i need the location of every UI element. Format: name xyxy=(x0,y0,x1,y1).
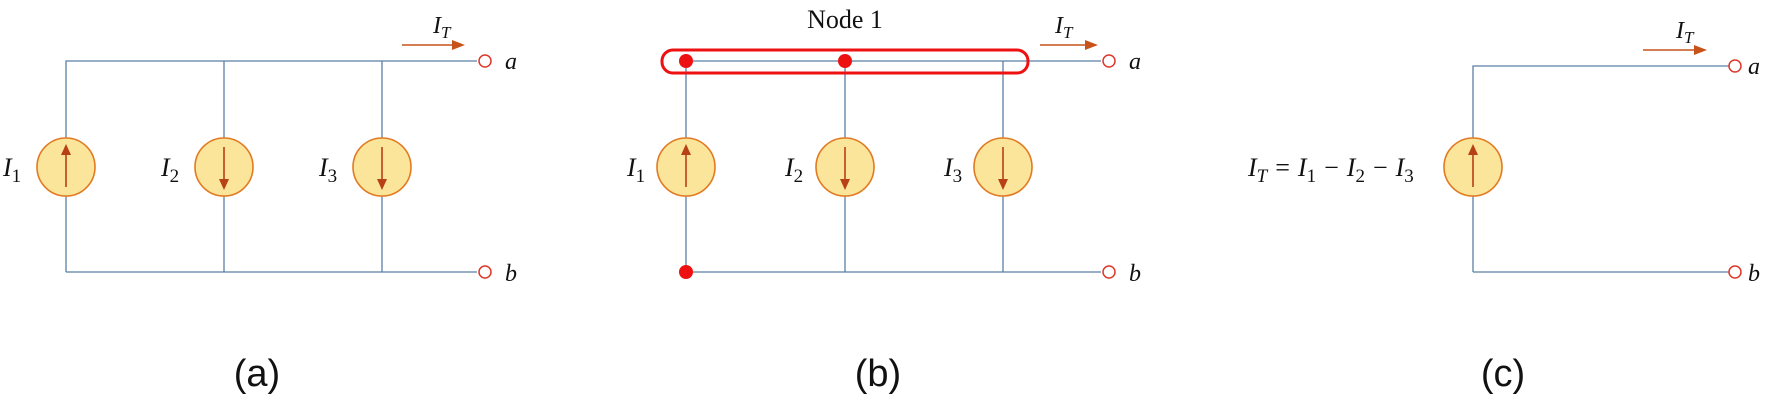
terminal-b-label: b xyxy=(505,261,517,287)
node-dot xyxy=(838,54,852,68)
terminal-a-label: a xyxy=(1129,49,1141,75)
terminal-b xyxy=(478,265,492,279)
current-source-i1 xyxy=(656,137,716,197)
source-label-i3: I3 xyxy=(943,153,962,187)
equation-label: IT=I1−I2−I3 xyxy=(1247,153,1414,187)
terminal-b xyxy=(1728,265,1742,279)
terminal-a xyxy=(1102,54,1116,68)
current-arrow-it xyxy=(402,40,465,50)
current-source-i3 xyxy=(973,137,1033,197)
node-1-label: Node 1 xyxy=(807,5,883,34)
current-source-it xyxy=(1443,137,1503,197)
node-1-highlight xyxy=(660,48,1030,75)
terminal-a xyxy=(1728,59,1742,73)
terminal-a-label: a xyxy=(505,49,517,75)
panel-c: IT=I1−I2−I3 IT a b (c) xyxy=(1247,18,1760,395)
terminal-b xyxy=(1102,265,1116,279)
current-label-it: IT xyxy=(432,13,452,42)
source-label-i3: I3 xyxy=(318,153,337,187)
terminal-b-label: b xyxy=(1129,261,1141,287)
current-arrow-it xyxy=(1040,40,1098,50)
source-label-i1: I1 xyxy=(2,153,21,187)
current-source-i3 xyxy=(352,137,412,197)
current-source-i2 xyxy=(194,137,254,197)
caption-b: (b) xyxy=(855,353,901,395)
current-arrow-it xyxy=(1643,45,1707,55)
top-rail-wire xyxy=(65,60,477,272)
current-source-i1 xyxy=(36,137,96,197)
source-label-i1: I1 xyxy=(626,153,645,187)
terminal-a xyxy=(478,54,492,68)
node-dot xyxy=(679,54,693,68)
caption-c: (c) xyxy=(1481,353,1525,395)
panel-a: I1 I2 I3 IT a b (a) xyxy=(2,13,517,395)
terminal-b-label: b xyxy=(1748,261,1760,287)
current-label-it: IT xyxy=(1054,13,1074,42)
source-label-i2: I2 xyxy=(784,153,803,187)
current-label-it: IT xyxy=(1675,18,1695,47)
source-label-i2: I2 xyxy=(160,153,179,187)
caption-a: (a) xyxy=(234,353,280,395)
top-rail-wire xyxy=(1472,65,1729,272)
panel-b: Node 1 I1 I2 I3 IT a b xyxy=(626,5,1141,395)
terminal-a-label: a xyxy=(1748,54,1760,80)
current-source-i2 xyxy=(815,137,875,197)
node-dot xyxy=(679,265,693,279)
